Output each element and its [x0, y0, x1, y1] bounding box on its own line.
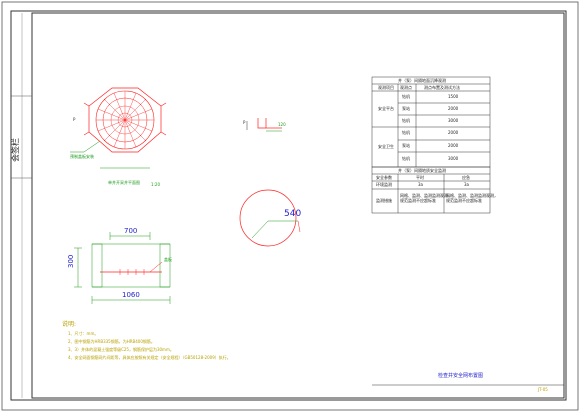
drawing-frame [31, 12, 565, 399]
elevation-bottom-dim: 1060 [122, 291, 140, 299]
table1-row-6-b: 3000 [448, 156, 459, 161]
table1-grid [371, 76, 491, 168]
table1-row-6-a: 钻机 [402, 156, 410, 161]
table1-row-1-b: 1500 [448, 94, 459, 99]
elevation-label: 盖板 [164, 257, 172, 262]
border-frame [10, 10, 567, 401]
table1-row-4-a: 钻机 [402, 130, 410, 135]
note-2: 2、图中钢筋为HRB335钢筋，为HRB400钢筋。 [68, 339, 155, 344]
table1-row-2-b: 2000 [448, 106, 459, 111]
elevation-top-dim: 700 [124, 227, 138, 235]
table1-row-4-b: 2000 [448, 130, 459, 135]
table2-title: 井（泵）间隔地质安全监测 [398, 168, 446, 173]
table2-grid [371, 166, 491, 214]
table2-r1-c3: 应急 [462, 175, 470, 180]
table2-r2-c1: 环境监测 [376, 182, 392, 187]
plan-scale: 1:20 [151, 182, 160, 187]
detail-letter: P [243, 120, 246, 125]
detail-dim: 120 [278, 122, 286, 127]
table1-group-2: 安全卫生 [378, 144, 394, 149]
table2-r1-c1: 安全参数 [376, 175, 392, 180]
table1-row-3-b: 3000 [448, 118, 459, 123]
elevation-height-dim: 300 [67, 254, 75, 268]
elevation-view [74, 232, 171, 304]
table1-header-1: 观测项目 [378, 85, 394, 90]
hook-detail [246, 118, 282, 132]
table2-r2-c2: 3a [418, 182, 423, 187]
table1-header-3: 测点布置及测试方法 [424, 85, 460, 90]
table2-r1-c2: 平时 [416, 175, 424, 180]
signature-column-label: 会签栏 [11, 138, 20, 162]
table1-row-2-a: 泵站 [402, 106, 410, 111]
plan-side-letter: P [73, 117, 76, 122]
table1-row-5-a: 泵站 [402, 143, 410, 148]
table1-group-1: 安全平台 [378, 106, 394, 111]
table2-r3-c1: 监测措施 [376, 198, 392, 203]
plan-callout: 预制盖板安装 [70, 154, 94, 159]
table1-header-2: 观测点 [400, 85, 412, 90]
circle-dim: 540 [284, 209, 302, 219]
table1-row-1-a: 钻机 [402, 94, 410, 99]
note-3: 3、3）井体的混凝土强度等级C25，钢筋保护层为30mm。 [68, 347, 174, 352]
table2-r2-c3: 3a [464, 182, 469, 187]
drawing-number: JT-05 [538, 387, 548, 392]
table1-row-5-b: 2000 [448, 143, 459, 148]
table2-r3-c3: 网格、监测、监测监测观测， 规范监测不应超标准 [446, 193, 498, 204]
plan-view [70, 87, 167, 169]
table2-r3-c2: 网格、监测、监测监测观测， 规范监测不应超标准 [400, 193, 452, 204]
note-1: 1、尺寸：mm。 [68, 331, 99, 336]
plan-title: 单井开采井平面图 [108, 180, 140, 185]
drawing-title: 检查井安全网布置图 [438, 373, 484, 379]
table1-row-3-a: 钻机 [402, 118, 410, 123]
circle-detail [239, 189, 301, 247]
table1-title: 井（泵）间隔地面沉降观测 [398, 78, 446, 83]
notes-heading: 说明: [62, 321, 77, 328]
note-4: 4、安全网面钢筋网片间距等，具体应按照有关规定（安全规程）（GB50128-20… [68, 355, 231, 360]
